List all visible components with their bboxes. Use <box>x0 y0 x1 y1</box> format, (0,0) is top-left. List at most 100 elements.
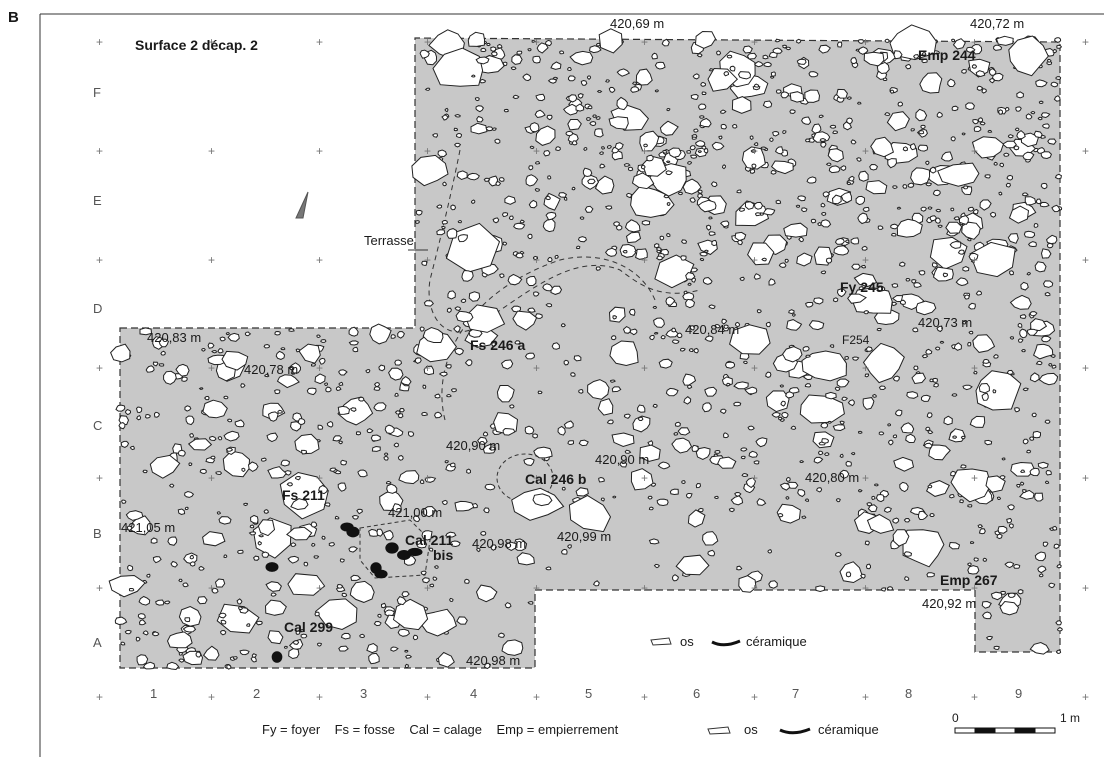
stone <box>665 160 671 164</box>
stone <box>415 220 420 225</box>
stone <box>977 117 984 123</box>
stone <box>444 460 449 464</box>
stone <box>659 120 679 136</box>
stone <box>742 45 753 54</box>
stone <box>959 215 969 225</box>
stone <box>630 185 675 218</box>
grid-plus-marker: + <box>96 581 103 595</box>
grid-plus-marker: + <box>208 35 215 49</box>
ceramic-sherd <box>407 547 423 557</box>
stone <box>1020 281 1029 291</box>
grid-plus-marker: + <box>424 144 431 158</box>
stone <box>181 376 188 382</box>
stone <box>749 135 754 141</box>
stone <box>373 381 381 388</box>
stone <box>348 326 359 337</box>
stone <box>1040 151 1052 160</box>
stone <box>891 283 899 288</box>
stone <box>394 392 399 397</box>
stone <box>500 359 514 370</box>
row-label-d: D <box>93 301 102 316</box>
stone <box>184 405 192 412</box>
stone <box>844 239 850 244</box>
stone <box>795 204 800 208</box>
stone <box>920 206 927 212</box>
stone <box>184 617 191 623</box>
stone <box>502 427 516 436</box>
stone <box>987 129 993 133</box>
stone <box>906 391 919 399</box>
stone <box>973 125 982 133</box>
stone <box>699 117 712 128</box>
stones-layer <box>108 24 1063 671</box>
stone <box>876 327 882 332</box>
stone <box>892 529 910 547</box>
stone <box>177 508 186 516</box>
stone <box>483 662 491 670</box>
stone <box>836 378 850 388</box>
grid-plus-marker: + <box>862 581 869 595</box>
stone <box>775 199 782 205</box>
stone <box>142 630 149 636</box>
stone <box>286 526 313 541</box>
stone <box>960 464 967 469</box>
stone <box>851 263 861 270</box>
stone <box>673 432 679 436</box>
col-label-2: 2 <box>253 686 260 701</box>
stone <box>357 469 368 478</box>
feature-fs-246a: Fs 246 a <box>470 337 525 353</box>
stone <box>765 321 771 328</box>
stone <box>303 561 309 567</box>
stone <box>485 126 494 132</box>
stone <box>575 487 589 497</box>
stone <box>977 524 984 529</box>
grid-plus-marker: + <box>316 361 323 375</box>
stone <box>456 133 463 139</box>
stone <box>498 177 505 182</box>
elevation-label: 420,92 m <box>922 596 976 611</box>
stone <box>900 422 915 434</box>
stone <box>408 431 415 438</box>
bottom-legend-ceramique: céramique <box>818 722 879 737</box>
stone <box>289 421 302 432</box>
stone <box>454 347 464 356</box>
stone <box>726 54 733 59</box>
stone <box>622 325 632 334</box>
stone <box>108 574 146 598</box>
stone <box>495 181 502 186</box>
grid-plus-marker: + <box>971 253 978 267</box>
grid-plus-marker: + <box>208 253 215 267</box>
stone <box>536 42 549 54</box>
stone <box>516 552 535 566</box>
stone <box>951 105 959 112</box>
north-arrow-icon <box>295 191 309 219</box>
stone <box>966 237 972 242</box>
feature-fs-211: Fs 211 <box>282 487 325 503</box>
stone <box>555 146 561 151</box>
stone <box>926 572 935 578</box>
stone <box>857 212 868 225</box>
grid-plus-marker: + <box>1082 253 1089 267</box>
stone <box>654 254 695 289</box>
stone <box>992 389 997 394</box>
stone <box>829 344 835 348</box>
stone <box>850 452 856 456</box>
stone <box>352 346 359 353</box>
stone <box>390 646 399 652</box>
stone <box>280 347 286 351</box>
grid-plus-marker: + <box>96 690 103 704</box>
stone <box>412 634 419 641</box>
stone <box>877 225 884 230</box>
stone <box>573 355 582 362</box>
stone <box>149 454 181 479</box>
stone <box>441 225 446 230</box>
stone <box>460 298 467 304</box>
elevation-label: 420,78 m <box>244 362 298 377</box>
stone <box>973 208 979 215</box>
stone <box>863 51 885 67</box>
stone <box>421 411 428 417</box>
stone <box>393 442 400 448</box>
stone <box>1016 129 1026 140</box>
stone <box>850 57 858 65</box>
stone <box>135 636 141 642</box>
